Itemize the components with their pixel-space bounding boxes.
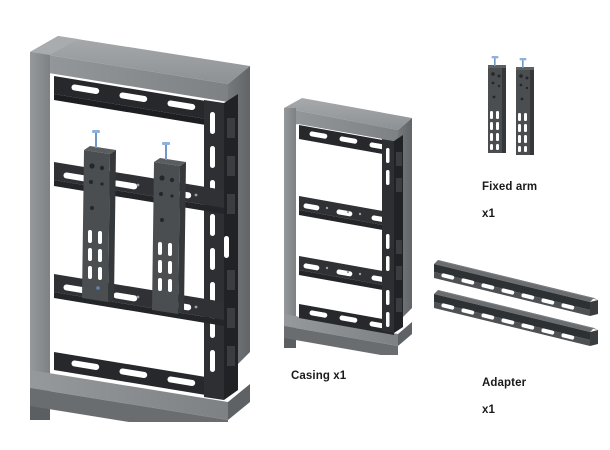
adapter-piece — [434, 290, 598, 346]
fixed-arm-piece — [516, 58, 534, 155]
mounted-fixed-arm-left — [82, 130, 116, 302]
fixed-arm-label-line1: Fixed arm — [482, 180, 538, 193]
fixed-arm-piece — [488, 56, 506, 153]
adapter-label-line2: x1 — [482, 403, 495, 416]
adapter-label: Adapter x1 — [482, 363, 526, 417]
adapter-piece — [434, 260, 598, 316]
assembled-mount-illustration — [30, 36, 250, 422]
adapter-label-line1: Adapter — [482, 376, 527, 389]
fixed-arm-label-line2: x1 — [482, 207, 495, 220]
mounted-fixed-arm-right — [152, 142, 186, 314]
casing-illustration — [284, 98, 412, 355]
fixed-arm-illustration — [488, 56, 534, 155]
adapter-illustration — [434, 260, 598, 346]
fixed-arm-label: Fixed arm x1 — [482, 167, 537, 221]
casing-label: Casing x1 — [291, 370, 347, 382]
